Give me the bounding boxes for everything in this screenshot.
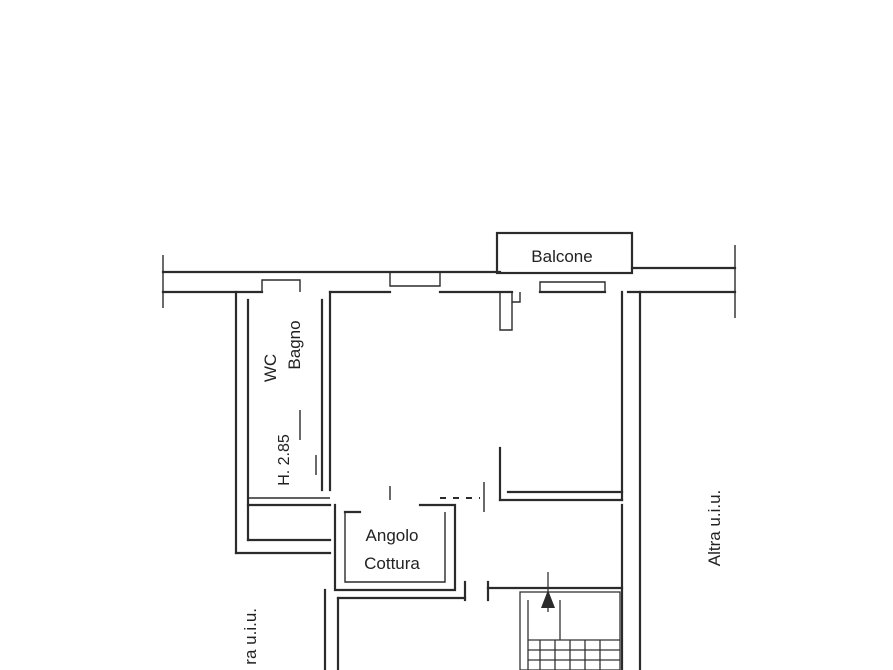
- altra-uiu-left-label: ra u.i.u.: [241, 608, 260, 665]
- stair: [519, 572, 621, 670]
- bagno-room: WC Bagno H. 2.85: [234, 290, 332, 555]
- angolo-cottura-room: Angolo Cottura: [333, 503, 457, 592]
- balcone-label: Balcone: [531, 247, 592, 266]
- balcone-room: Balcone: [495, 231, 634, 275]
- corridor-walls: [323, 503, 624, 670]
- wc-label: WC: [261, 354, 280, 382]
- stair-arrow-icon: [541, 590, 555, 608]
- altra-uiu-right-label: Altra u.i.u.: [705, 490, 724, 567]
- main-room: [389, 290, 642, 670]
- exterior-wall: [161, 245, 737, 331]
- angolo-label: Angolo: [366, 526, 419, 545]
- cottura-label: Cottura: [364, 554, 420, 573]
- bagno-label: Bagno: [285, 320, 304, 369]
- height-label: H. 2.85: [276, 434, 293, 486]
